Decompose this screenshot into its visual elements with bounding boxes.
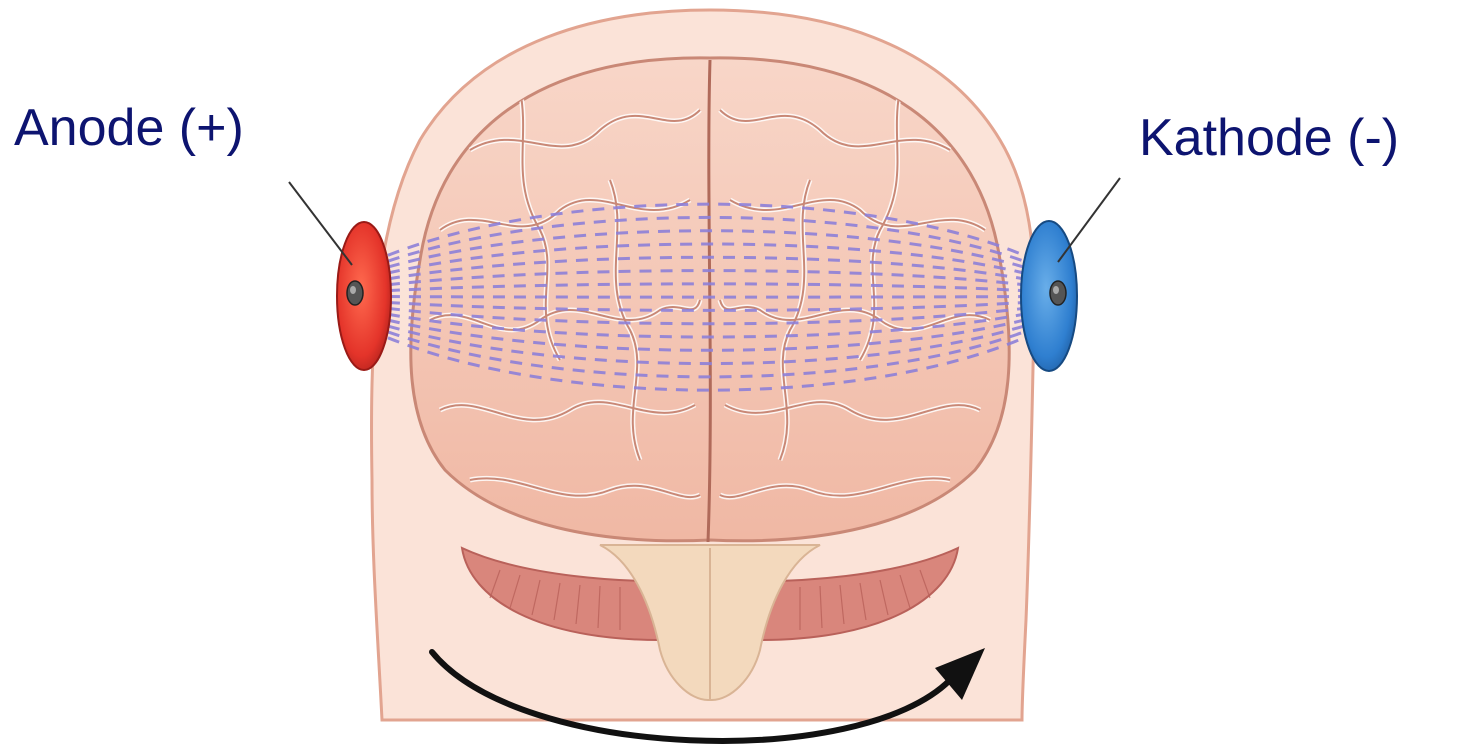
kathode-label: Kathode (-)	[1139, 112, 1399, 164]
anode-label: Anode (+)	[14, 102, 244, 154]
brain	[411, 58, 1009, 542]
kathode-pointer-line	[1058, 178, 1120, 262]
kathode-electrode	[1021, 221, 1077, 371]
anode-pointer-line	[289, 182, 352, 265]
anode-electrode	[337, 222, 391, 370]
